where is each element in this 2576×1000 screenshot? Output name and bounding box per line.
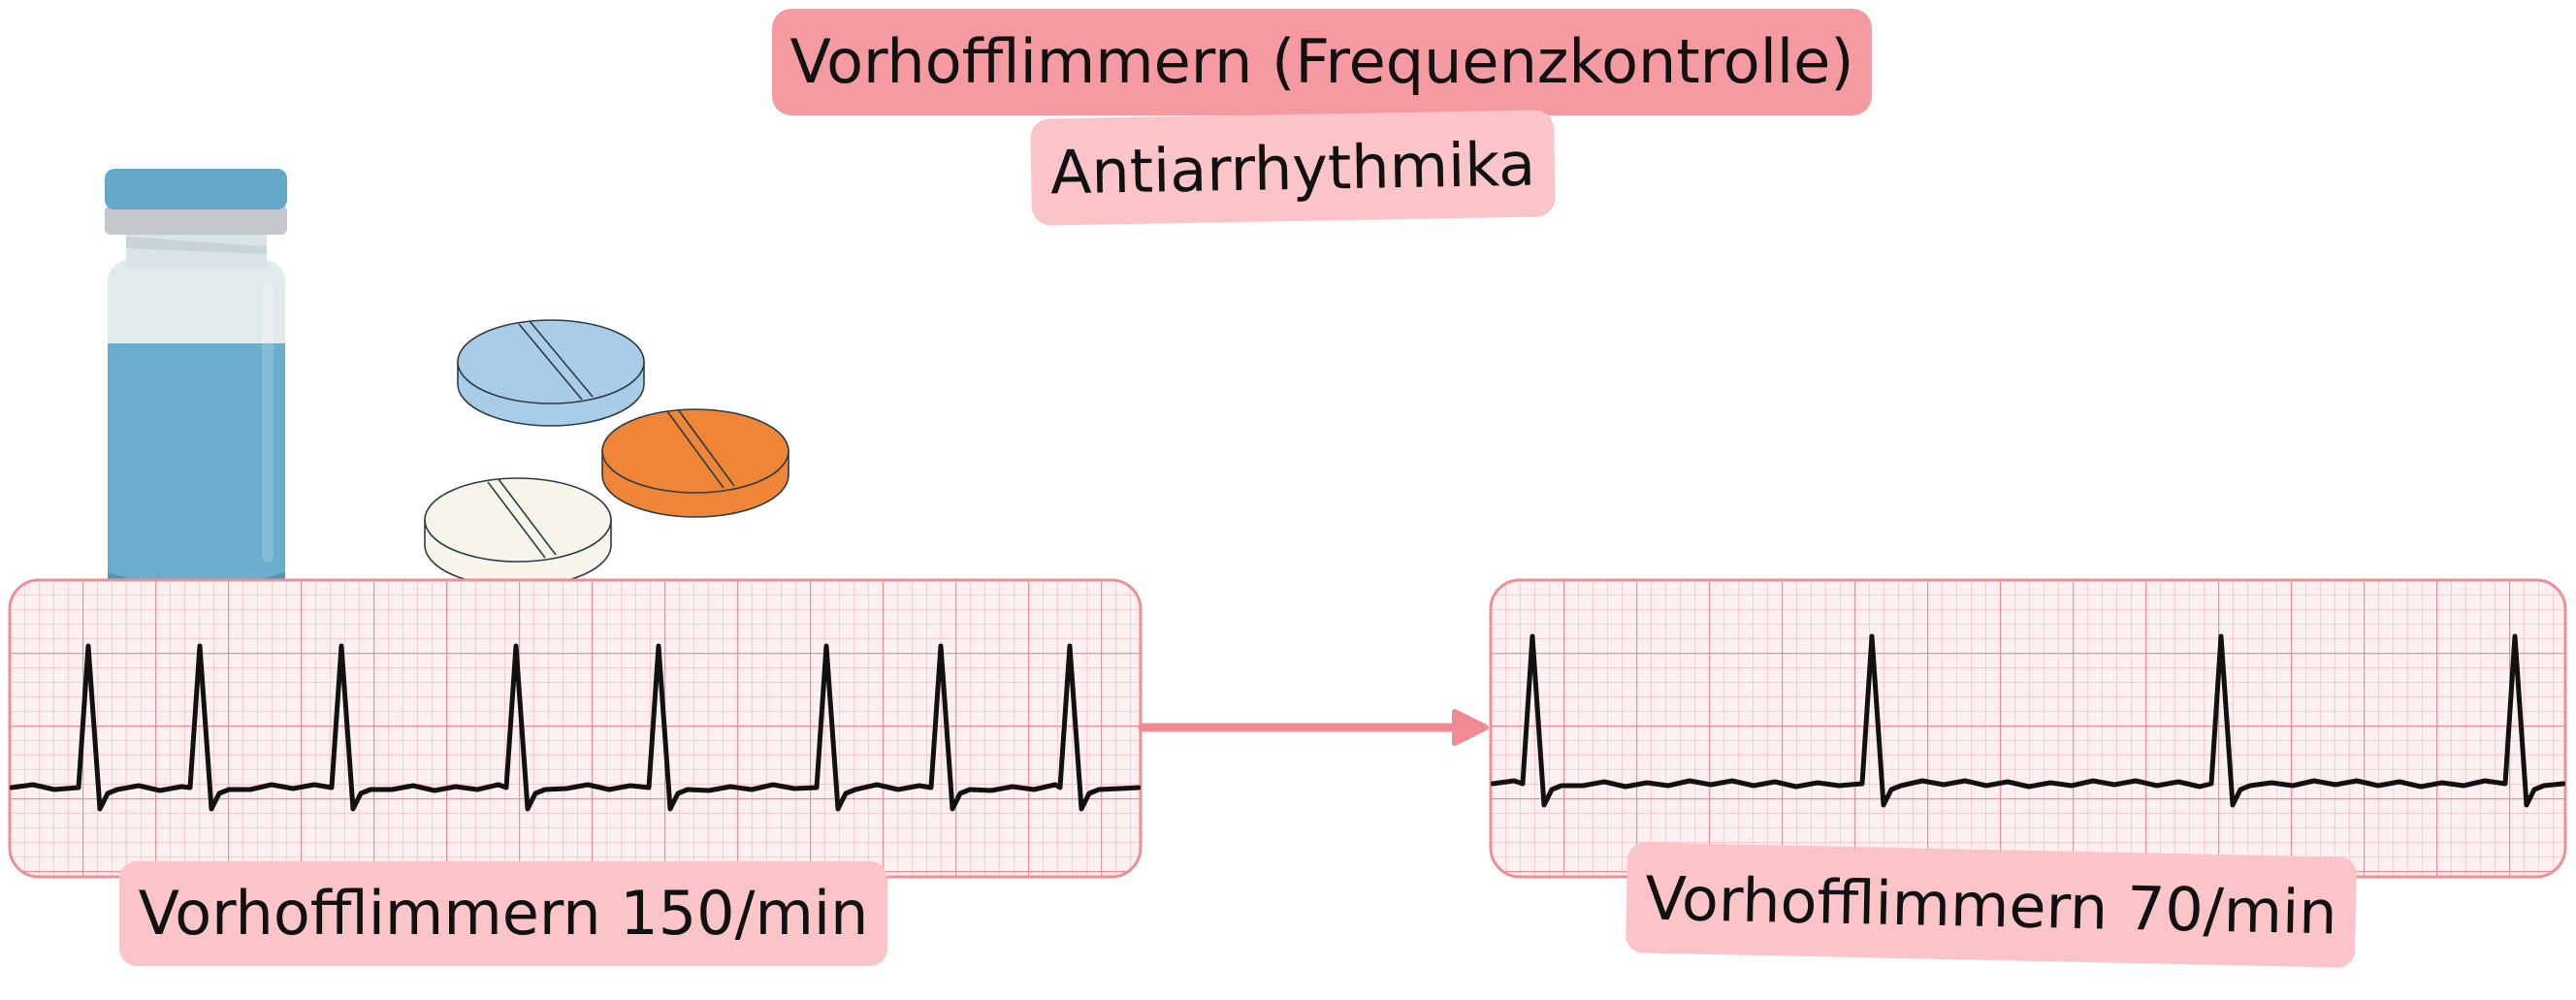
- pill-blue-icon: [457, 319, 645, 427]
- pill-cream-icon: [424, 477, 612, 588]
- title-badge: [772, 9, 1872, 115]
- title-group: Vorhofflimmern (Frequenzkontrolle): [772, 9, 1872, 115]
- ecg-strip-right: [1489, 578, 2567, 879]
- ecg-strip-left: [8, 578, 1143, 879]
- arrow-right-icon: [1138, 709, 1489, 746]
- subtitle-badge: [1030, 110, 1556, 226]
- pill-orange-icon: [601, 408, 789, 518]
- rate-label-left: Vorhofflimmern 150/min: [119, 861, 887, 966]
- rate-label-right-text: Vorhofflimmern 70/min: [1645, 863, 2338, 949]
- diagram-title: Vorhofflimmern (Frequenzkontrolle): [790, 26, 1854, 97]
- rate-label-right: Vorhofflimmern 70/min: [1626, 842, 2357, 968]
- diagram-subtitle: Antiarrhythmika: [1049, 129, 1535, 209]
- ecg-trace-right: [1491, 633, 2565, 808]
- ecg-trace-left: [10, 643, 1141, 812]
- vial-icon: [105, 169, 287, 592]
- subtitle-group: Antiarrhythmika: [1030, 110, 1556, 226]
- rate-label-left-text: Vorhofflimmern 150/min: [139, 878, 869, 949]
